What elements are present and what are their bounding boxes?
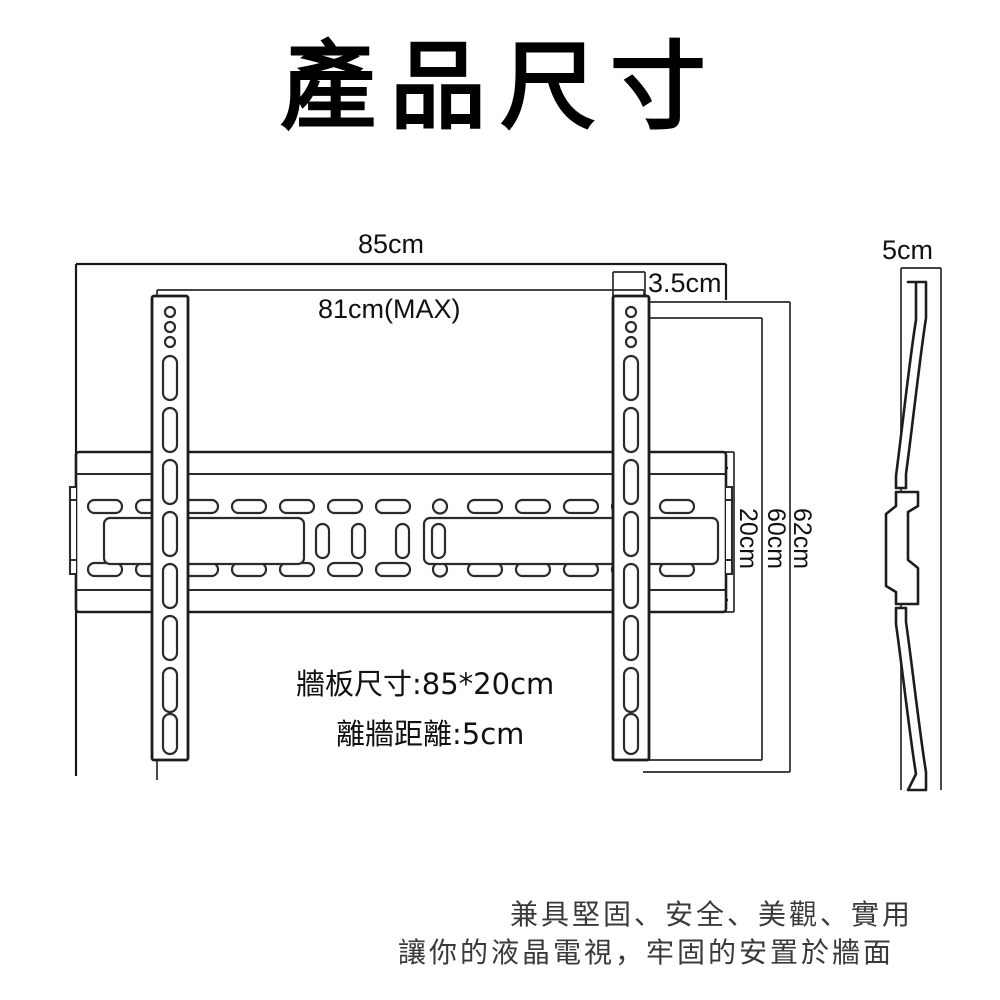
footer-line-2: 讓你的液晶電視，牢固的安置於牆面 — [398, 936, 894, 969]
spec-wall-distance: 離牆距離:5cm — [336, 717, 524, 751]
wall-plate — [68, 450, 734, 614]
label-plate-height: 20cm — [734, 508, 762, 569]
label-rail-span-max: 81cm(MAX) — [318, 294, 461, 324]
label-overall-width: 85cm — [358, 229, 424, 259]
label-rail-height-outer: 62cm — [788, 508, 816, 569]
label-rail-height-inner: 60cm — [762, 508, 790, 569]
dimension-rail-height-inner — [643, 317, 763, 761]
side-profile-view — [884, 280, 928, 792]
label-depth: 5cm — [882, 235, 933, 265]
dimension-rail-height-outer — [643, 301, 791, 773]
spec-plate-size: 牆板尺寸:85*20cm — [296, 667, 554, 701]
vertical-rail-left — [150, 294, 190, 762]
page-title: 產品尺寸 — [280, 31, 720, 143]
vertical-rail-right — [611, 294, 651, 762]
footer-line-1: 兼具堅固、安全、美觀、實用 — [510, 898, 913, 931]
plate-center-slots — [314, 522, 447, 560]
label-rail-offset: 3.5cm — [648, 268, 722, 298]
